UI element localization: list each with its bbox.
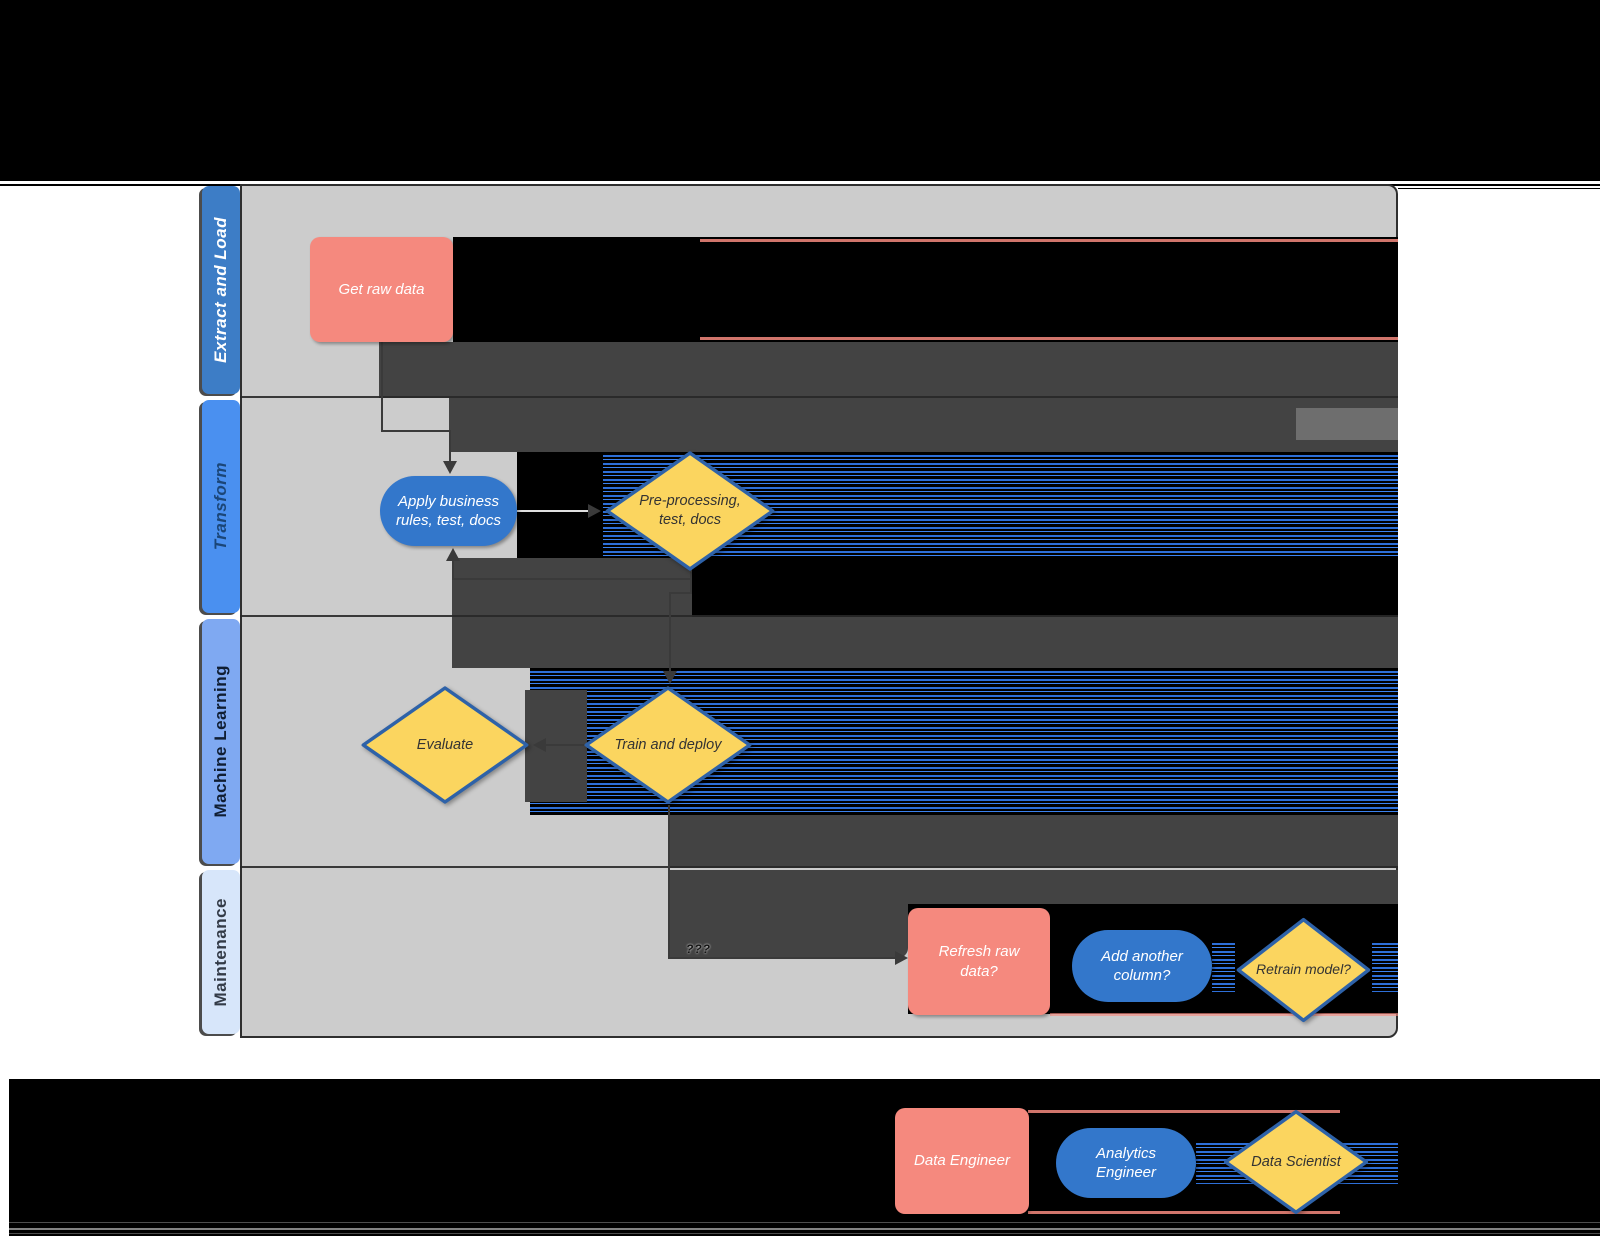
artifact-block [692, 558, 1398, 617]
connector-line [517, 510, 589, 512]
legend-analytics-engineer: Analytics Engineer [1056, 1128, 1196, 1198]
artifact-block [668, 870, 908, 958]
node-add-another-column: Add another column? [1072, 930, 1212, 1002]
arrowhead [446, 548, 460, 561]
lane-header-machine-learning: Machine Learning [202, 619, 240, 864]
diamond-shape [582, 685, 754, 805]
arrowhead [588, 504, 601, 518]
node-label: Add another column? [1101, 947, 1183, 984]
node-pre-processing: Pre-processing, test, docs [603, 450, 777, 572]
artifact-line [0, 1077, 1600, 1079]
artifact-block [453, 237, 1398, 342]
lane-label: Machine Learning [211, 665, 230, 818]
connector-line [452, 560, 454, 578]
connector-line [381, 342, 383, 432]
artifact-line [700, 239, 1398, 242]
connector-line [669, 592, 692, 594]
artifact-block [452, 558, 692, 617]
artifact-block [449, 398, 1398, 452]
lane-header-extract-and-load: Extract and Load [202, 186, 240, 394]
connector-line [668, 957, 896, 959]
node-retrain-model: Retrain model? [1235, 917, 1372, 1023]
artifact-stripes [1372, 940, 1398, 992]
artifact-strip [0, 1077, 9, 1236]
lane-separator [240, 615, 1398, 617]
connector-line [449, 430, 451, 462]
connector-line [690, 572, 692, 594]
node-get-raw-data: Get raw data [310, 237, 453, 342]
node-label: Evaluate [416, 736, 474, 753]
artifact-block [379, 342, 1398, 398]
legend-data-engineer: Data Engineer [895, 1108, 1029, 1214]
artifact-line [0, 1233, 1600, 1234]
horizontal-rule [1398, 188, 1600, 189]
artifact-block [668, 815, 1398, 868]
lane-header-maintenance: Maintenance [202, 870, 240, 1034]
lane-label: Extract and Load [211, 217, 230, 363]
node-apply-business-rules: Apply business rules, test, docs [380, 476, 517, 546]
connector-line [668, 805, 670, 958]
connector-line [669, 592, 671, 674]
connector-line [546, 744, 584, 746]
legend-data-scientist: Data Scientist [1222, 1109, 1370, 1215]
node-label: Train and deploy [614, 736, 722, 753]
connector-line [381, 430, 451, 432]
node-evaluate: Evaluate [359, 685, 531, 805]
diamond-shape [603, 450, 777, 572]
arrowhead [663, 671, 677, 684]
lane-separator [240, 866, 1398, 868]
lane-label: Maintenance [211, 897, 230, 1007]
legend-label: Data Engineer [914, 1152, 1010, 1170]
lane-header-transform: Transform [202, 400, 240, 613]
artifact-line [1028, 1211, 1340, 1214]
edge-label: ??? [686, 942, 711, 956]
connector-line [452, 578, 692, 580]
node-label: Retrain model? [1256, 961, 1351, 978]
legend-label: Analytics Engineer [1095, 1144, 1157, 1181]
arrowhead [533, 738, 546, 752]
node-train-and-deploy: Train and deploy [582, 685, 754, 805]
node-label: Refresh raw data? [938, 943, 1020, 980]
artifact-block [1296, 408, 1398, 440]
diamond-shape [1235, 917, 1372, 1023]
node-refresh-raw-data: Refresh raw data? [908, 908, 1050, 1015]
artifact-line [700, 337, 1398, 340]
artifact-block [452, 617, 1398, 668]
node-label: Apply business rules, test, docs [395, 492, 502, 529]
artifact-line [1028, 1110, 1340, 1113]
arrowhead [443, 461, 457, 474]
arrowhead [895, 951, 908, 965]
diamond-shape [359, 685, 531, 805]
lane-label: Transform [211, 462, 230, 551]
node-label: Pre-processing, test, docs [639, 493, 741, 528]
artifact-line [0, 1228, 1600, 1230]
artifact-line [1050, 1013, 1398, 1016]
artifact-stripes [1212, 940, 1235, 992]
node-label: Get raw data [338, 280, 425, 298]
lane-separator [240, 396, 1398, 398]
artifact-line [9, 1222, 1600, 1223]
legend-label: Data Scientist [1251, 1153, 1341, 1170]
diamond-shape [1222, 1109, 1370, 1215]
